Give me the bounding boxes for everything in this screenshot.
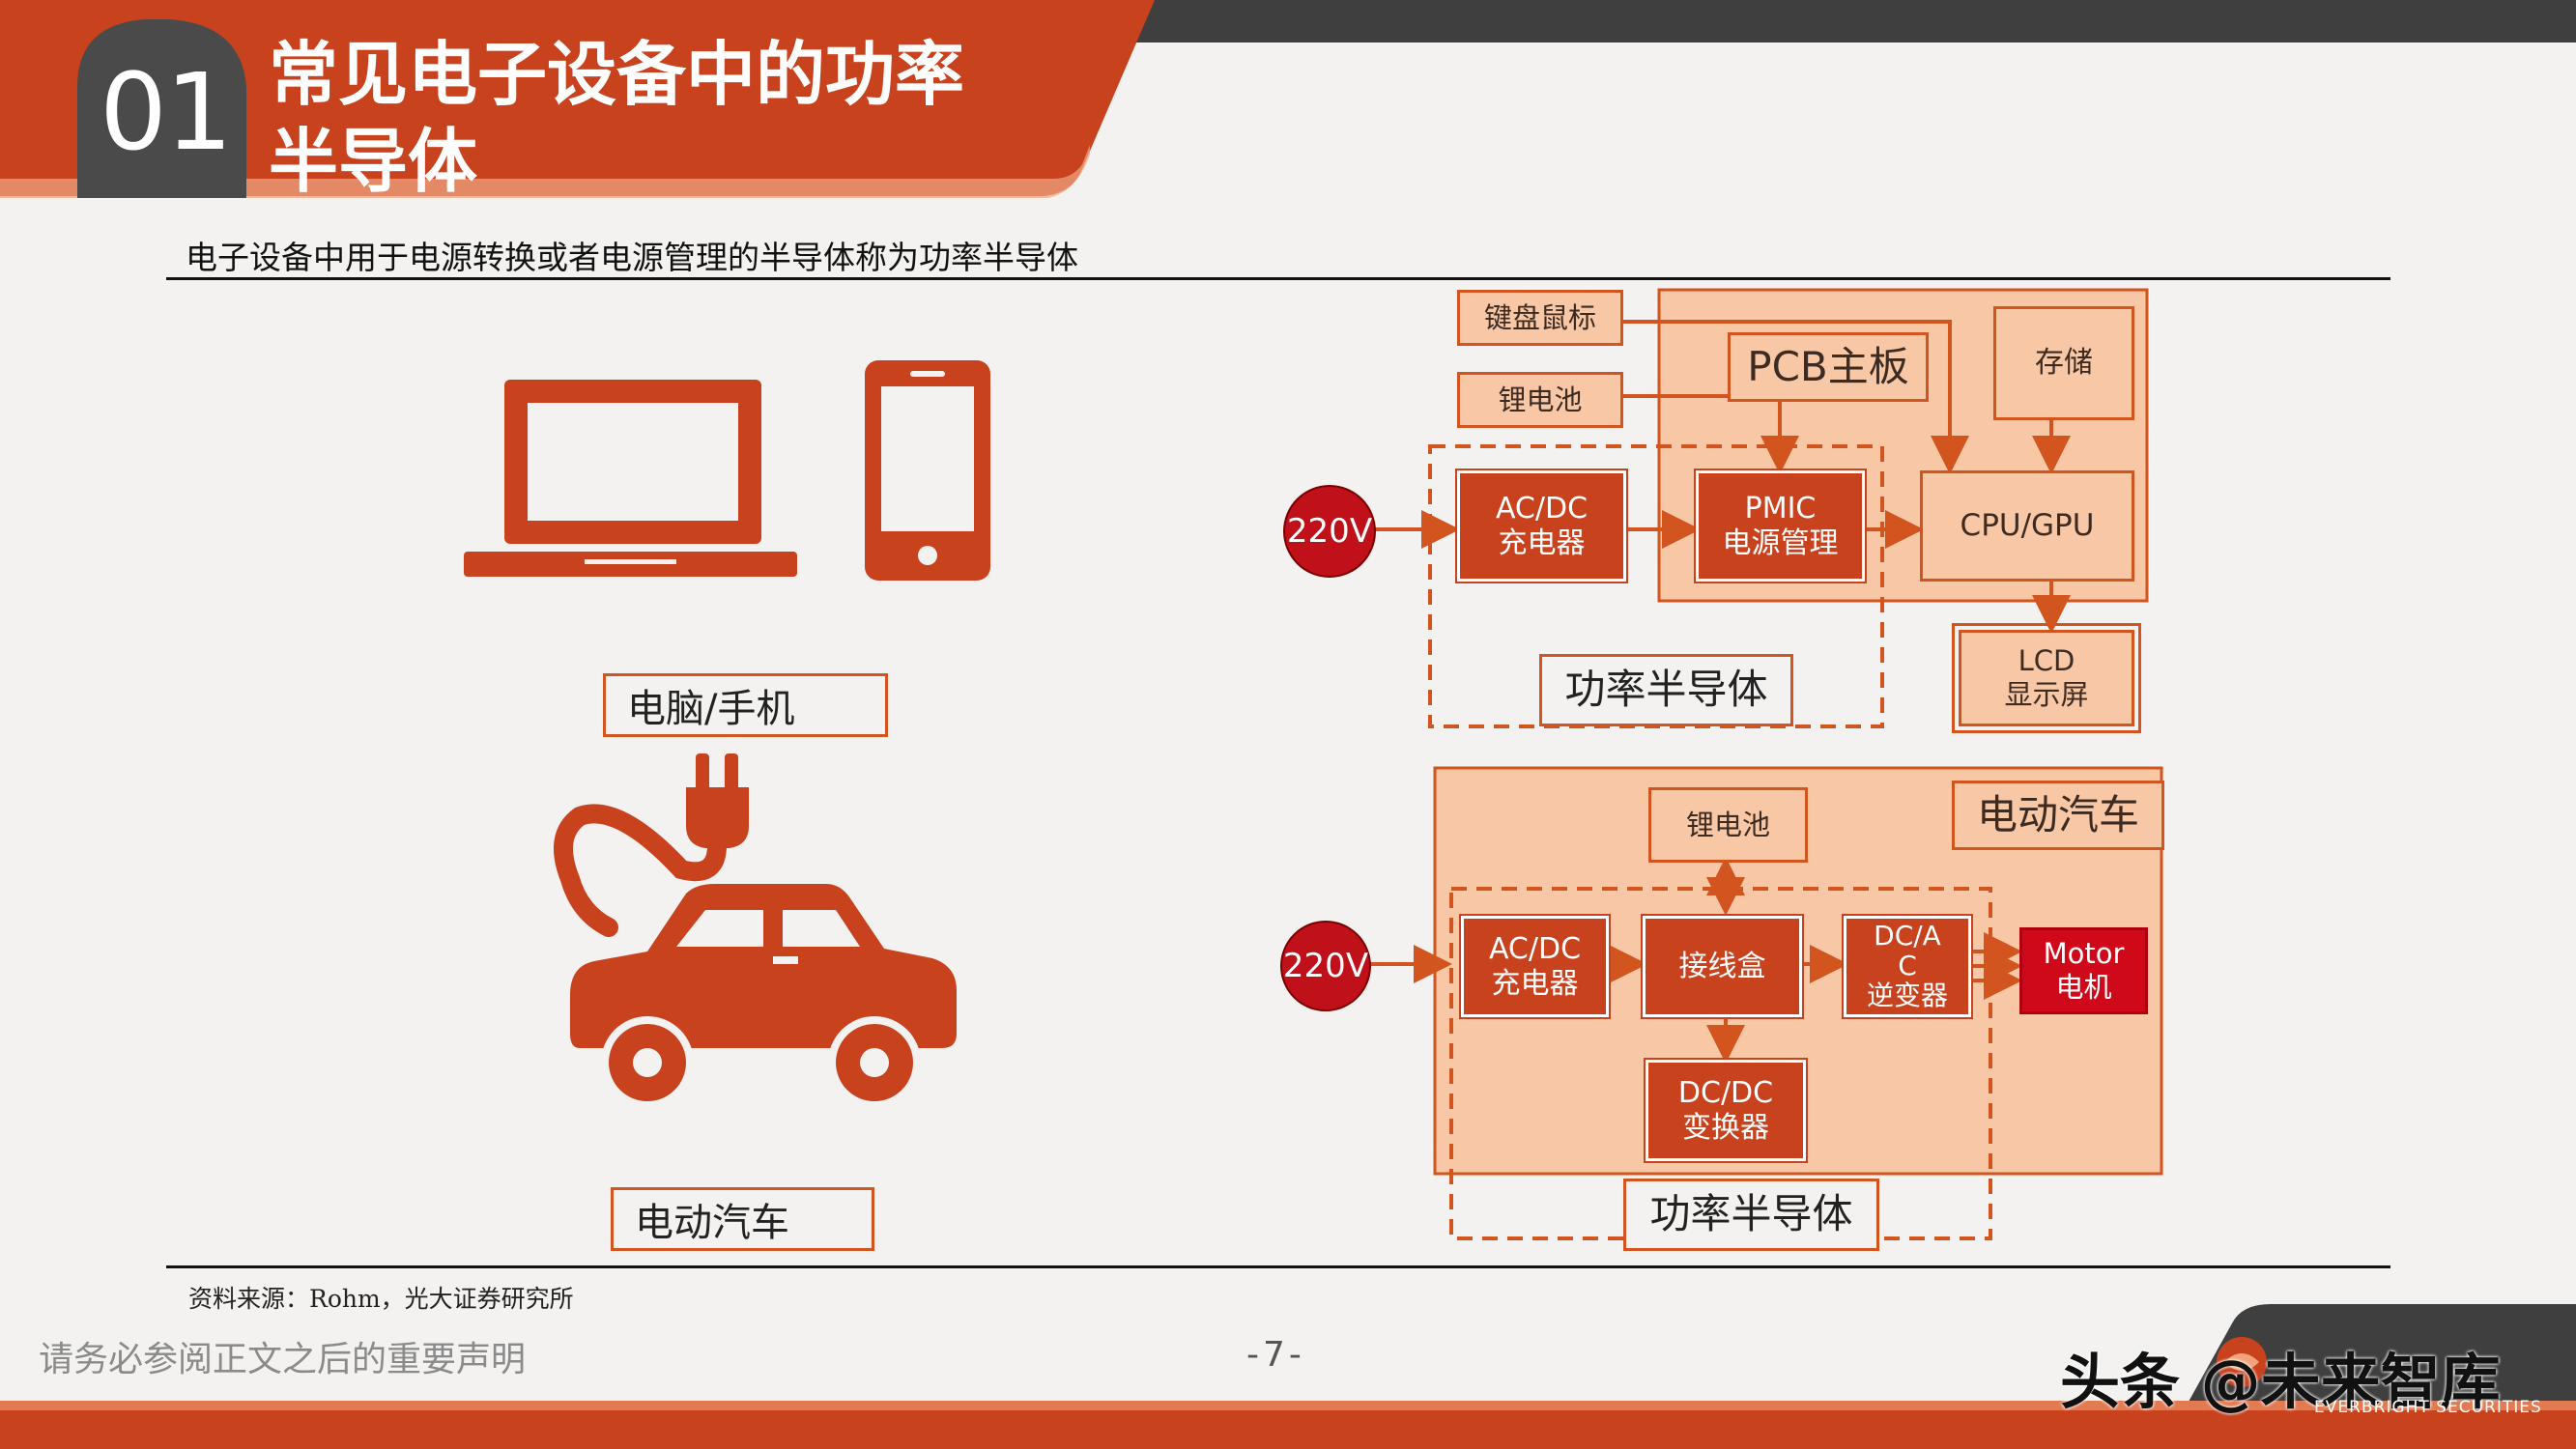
acdc-title: AC/DC [1495,491,1589,526]
company-logo-icon [2217,1337,2267,1387]
lcd-subtitle: 显示屏 [2004,678,2089,711]
dcac-inverter-box: DC/A C 逆变器 [1842,914,1973,1019]
dcac-subtitle: 逆变器 [1866,979,1948,1011]
pmic-title: PMIC [1744,491,1817,526]
subtitle-rule [166,277,2390,280]
source-note: 资料来源：Rohm，光大证券研究所 [188,1285,574,1313]
dcac-title-1: DC/A [1874,920,1941,952]
battery-box-bottom: 锂电池 [1648,787,1808,863]
slide-subtitle: 电子设备中用于电源转换或者电源管理的半导体称为功率半导体 [186,239,1078,276]
keyboard-mouse-box: 键盘鼠标 [1457,290,1623,346]
lcd-title: LCD [2018,644,2075,678]
motor-subtitle: 电机 [2055,971,2112,1004]
acdc-title: AC/DC [1488,931,1582,966]
footer-rule [166,1265,2390,1268]
acdc-charger-box-bottom: AC/DC 充电器 [1459,914,1611,1019]
cpu-gpu-box: CPU/GPU [1920,470,2134,582]
pcb-board-label: PCB主板 [1728,332,1929,402]
page-title-line2: 半导体 [269,121,478,202]
dcdc-converter-box: DC/DC 变换器 [1644,1058,1808,1163]
disclaimer-text: 请务必参阅正文之后的重要声明 [39,1340,527,1379]
acdc-charger-box-top: AC/DC 充电器 [1455,469,1628,583]
pmic-box: PMIC 电源管理 [1694,469,1867,583]
dcdc-title: DC/DC [1677,1075,1774,1110]
ev-title-label: 电动汽车 [1952,781,2164,850]
junction-box: 接线盒 [1641,914,1804,1019]
footer-bar [0,1410,2576,1449]
dcdc-subtitle: 变换器 [1682,1110,1769,1145]
page-title-line1: 常见电子设备中的功率 [269,34,965,115]
electric-car-icon [554,753,957,1109]
lcd-display-box: LCD 显示屏 [1952,623,2141,733]
pmic-subtitle: 电源管理 [1722,526,1839,560]
page-number: -7- [1246,1335,1305,1375]
footer-corner-shape [2184,1304,2576,1410]
acdc-subtitle: 充电器 [1491,966,1579,1001]
footer-bar-highlight [0,1401,2576,1410]
ev-label: 电动汽车 [611,1187,874,1251]
company-name: EVERBRIGHT SECURITIES [2314,1398,2542,1417]
smartphone-icon [865,360,990,581]
computer-phone-label: 电脑/手机 [603,673,888,737]
watermark-text: 头条 @未来智库 [2060,1347,2501,1417]
power-semi-label-top: 功率半导体 [1539,654,1793,726]
acdc-subtitle: 充电器 [1498,526,1586,560]
input-220v-bottom: 220V [1280,921,1371,1011]
motor-box: Motor 电机 [2019,927,2148,1014]
power-semi-label-bottom: 功率半导体 [1623,1179,1879,1251]
input-220v-top: 220V [1283,485,1376,578]
laptop-icon [464,380,797,577]
battery-box-top: 锂电池 [1457,372,1623,428]
header-banner [0,0,2576,198]
motor-title: Motor [2043,937,2125,971]
dcac-title-2: C [1898,950,1917,982]
section-number: 01 [100,50,233,174]
storage-box: 存储 [1993,306,2134,420]
